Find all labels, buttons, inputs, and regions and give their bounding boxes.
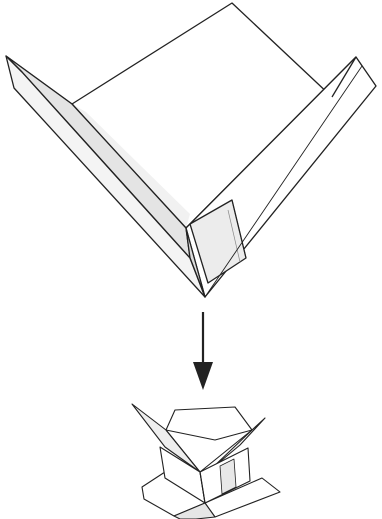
back-top-flap	[166, 407, 252, 440]
box-bottom	[132, 404, 280, 519]
folded-box-top	[6, 3, 376, 297]
down-arrow	[193, 312, 213, 390]
arrow-head	[193, 362, 213, 390]
